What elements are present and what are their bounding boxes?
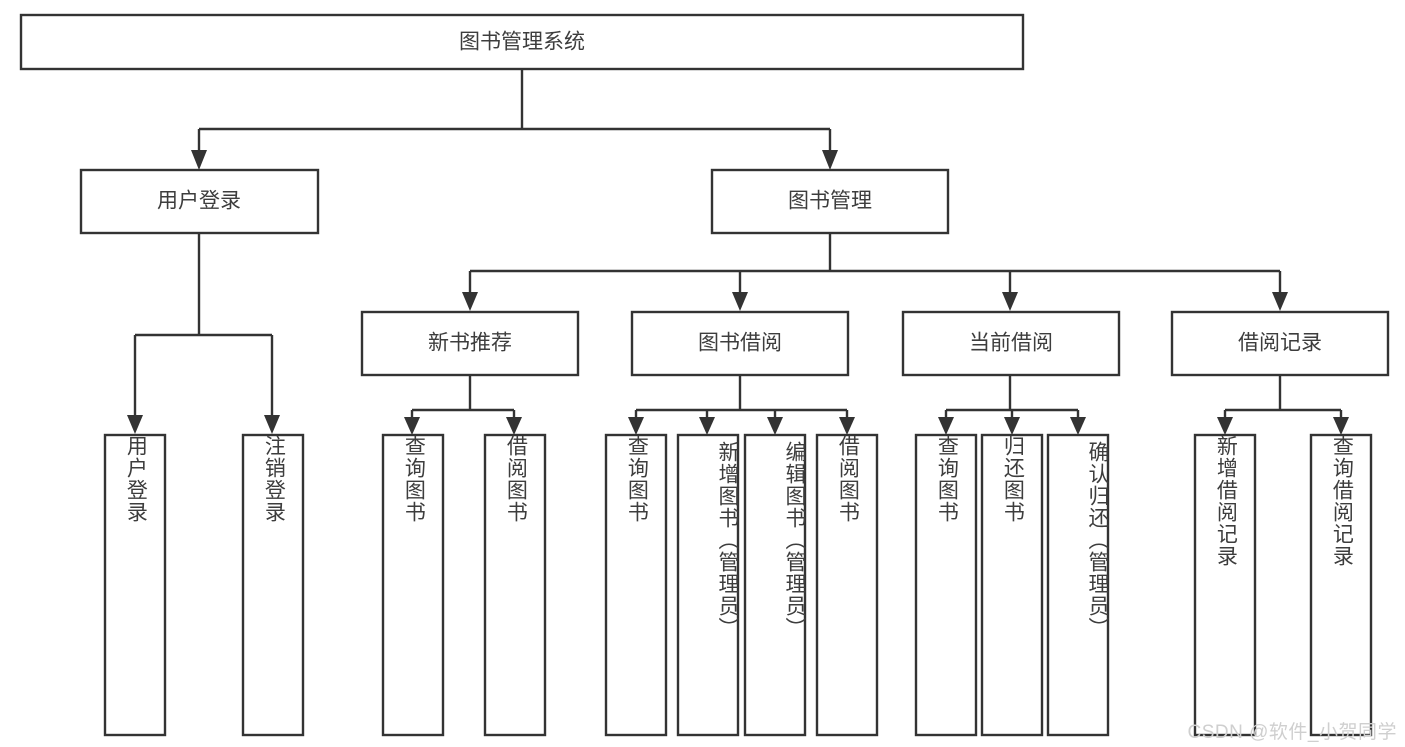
node-user-login-label: 用户登录 bbox=[157, 190, 241, 213]
arrow-leaf-query-record bbox=[1333, 417, 1349, 435]
node-book-borrow[interactable] bbox=[630, 310, 850, 377]
node-book-manage-label: 图书管理 bbox=[788, 190, 872, 213]
node-leaf-logout[interactable] bbox=[241, 433, 305, 737]
node-new-book-rec[interactable] bbox=[360, 310, 580, 377]
node-current-borrow-label: 当前借阅 bbox=[969, 332, 1053, 355]
node-leaf-return-book[interactable] bbox=[980, 433, 1044, 737]
arrow-leaf-return-book bbox=[1004, 417, 1020, 435]
node-borrow-record[interactable] bbox=[1170, 310, 1390, 377]
arrow-user-login bbox=[191, 150, 207, 170]
arrow-current-borrow bbox=[1002, 292, 1018, 311]
node-leaf-query-book-1[interactable] bbox=[381, 433, 445, 737]
node-root-label: 图书管理系统 bbox=[459, 31, 585, 54]
node-leaf-edit-book[interactable] bbox=[743, 433, 807, 737]
arrow-leaf-query-book-2 bbox=[628, 417, 644, 435]
arrow-book-borrow bbox=[732, 292, 748, 311]
arrow-leaf-borrow-book-2 bbox=[839, 417, 855, 435]
node-borrow-record-label: 借阅记录 bbox=[1238, 332, 1322, 355]
arrow-leaf-add-record bbox=[1217, 417, 1233, 435]
arrow-leaf-query-book-1 bbox=[404, 417, 420, 435]
arrow-leaf-logout bbox=[264, 415, 280, 434]
node-new-book-rec-label: 新书推荐 bbox=[428, 332, 512, 355]
node-leaf-add-book[interactable] bbox=[676, 433, 740, 737]
arrow-leaf-query-book-3 bbox=[938, 417, 954, 435]
connector-layer bbox=[127, 69, 1349, 435]
node-book-manage[interactable] bbox=[710, 168, 950, 235]
arrow-leaf-edit-book bbox=[767, 417, 783, 435]
node-user-login[interactable] bbox=[79, 168, 320, 235]
watermark-text: CSDN @软件_小贺同学 bbox=[1187, 722, 1397, 743]
node-leaf-borrow-book-1[interactable] bbox=[483, 433, 547, 737]
arrow-book-manage bbox=[822, 150, 838, 170]
arrow-leaf-borrow-book-1 bbox=[506, 417, 522, 435]
node-leaf-user-login[interactable] bbox=[103, 433, 167, 737]
node-leaf-add-record[interactable] bbox=[1193, 433, 1257, 737]
node-leaf-confirm-return[interactable] bbox=[1046, 433, 1110, 737]
node-layer: 图书管理系统 用户登录 图书管理 新书推荐 图书借阅 当前借阅 借阅记录 bbox=[19, 13, 1390, 737]
arrow-borrow-record bbox=[1272, 292, 1288, 311]
node-current-borrow[interactable] bbox=[901, 310, 1121, 377]
node-book-borrow-label: 图书借阅 bbox=[698, 332, 782, 355]
node-leaf-query-book-3[interactable] bbox=[914, 433, 978, 737]
node-leaf-borrow-book-2[interactable] bbox=[815, 433, 879, 737]
node-leaf-query-book-2[interactable] bbox=[604, 433, 668, 737]
arrow-leaf-add-book bbox=[699, 417, 715, 435]
node-root[interactable] bbox=[19, 13, 1025, 71]
node-leaf-query-record[interactable] bbox=[1309, 433, 1373, 737]
arrow-leaf-user-login bbox=[127, 415, 143, 434]
arrow-new-book-rec bbox=[462, 292, 478, 311]
arrow-leaf-confirm-return bbox=[1070, 417, 1086, 435]
